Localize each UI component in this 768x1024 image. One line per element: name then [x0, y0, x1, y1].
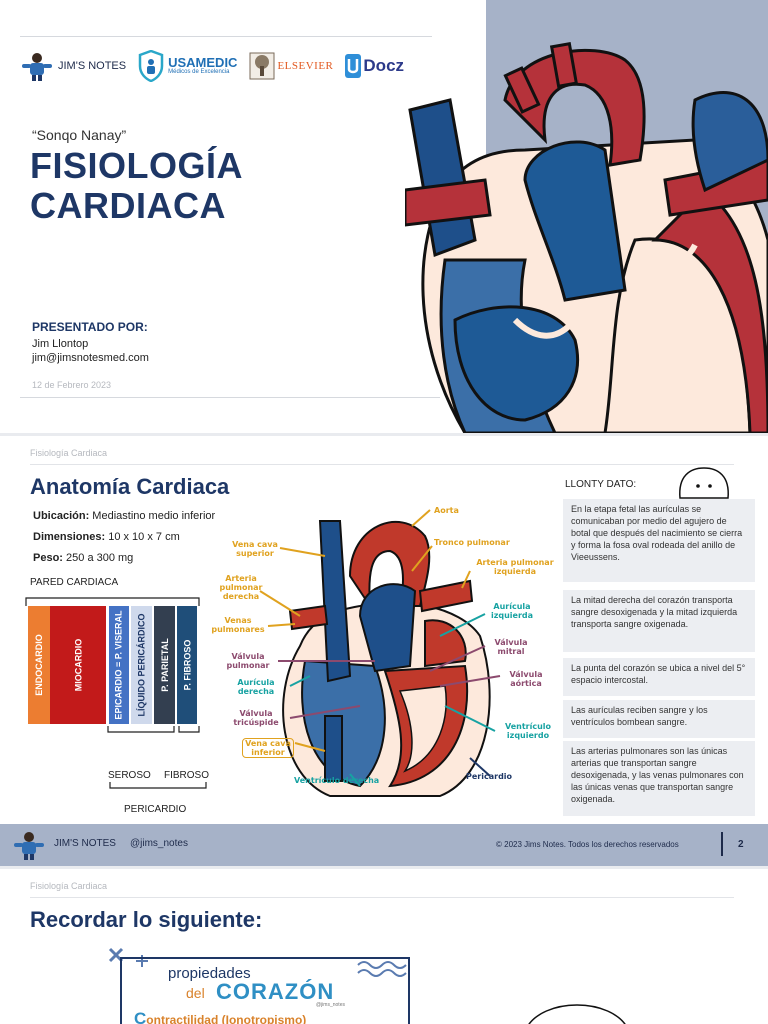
slide-header: Fisiología Cardiaca — [30, 448, 108, 458]
heart-illustration — [405, 42, 768, 433]
label-valvula-pulmonar: Válvula pulmonar — [226, 652, 270, 670]
dato-card-4: Las aurículas reciben sangre y los ventr… — [563, 700, 755, 738]
wave-lines-icon — [357, 961, 407, 977]
usamedic-subtext: Médicos de Excelencia — [168, 69, 230, 75]
dato-card-1: En la etapa fetal las aurículas se comun… — [563, 499, 755, 582]
label-pericardio: Pericardio — [466, 772, 513, 781]
footer-brand: JIM'S NOTES — [54, 838, 116, 849]
mascot-icon — [679, 467, 729, 499]
divider — [20, 36, 432, 37]
layer-miocardio: MIOCARDIO — [50, 606, 106, 724]
layer-fibroso: P. FIBROSO — [177, 606, 197, 724]
doctor-avatar-icon — [14, 832, 44, 860]
presented-by-label: PRESENTADO POR: — [32, 320, 148, 334]
card-del: del — [186, 985, 205, 1001]
presentation-subtitle: “Sonqo Nanay” — [32, 127, 127, 143]
label-ventriculo-izquierdo: Ventrículo izquierdo — [504, 722, 552, 740]
label-valvula-aortica: Válvula aórtica — [509, 670, 543, 688]
dato-card-3: La punta del corazón se ubica a nivel de… — [563, 658, 755, 696]
info-label: Ubicación: — [33, 510, 90, 522]
label-ventriculo-derecho: Ventrículo derecha — [294, 776, 380, 785]
footer-separator — [721, 832, 723, 856]
jims-notes-logo: JIM'S NOTES — [20, 51, 126, 81]
layer-parietal: P. PARIETAL — [154, 606, 175, 724]
label-auricula-derecha: Aurícula derecha — [237, 678, 275, 696]
group-fibroso: FIBROSO — [164, 770, 210, 781]
presenter-email: jim@jimsnotesmed.com — [32, 352, 149, 364]
heart-anatomy-diagram — [259, 509, 501, 797]
info-value: Mediastino medio inferior — [92, 510, 216, 522]
label-vena-cava-superior: Vena cava superior — [232, 540, 278, 558]
usamedic-logo: USAMEDIC Médicos de Excelencia — [138, 50, 237, 82]
properties-card — [120, 957, 410, 1024]
divider — [30, 897, 734, 898]
mascot-partial-icon — [528, 1004, 626, 1024]
presenter-name: Jim Llontop — [32, 338, 89, 350]
label-arteria-pulmonar-izquierda: Arteria pulmonar izquierda — [476, 558, 554, 576]
label-auricula-izquierda: Aurícula izquierda — [490, 602, 534, 620]
divider — [30, 464, 734, 465]
udocz-logo: Docz — [345, 54, 404, 78]
presentation-date: 12 de Febrero 2023 — [32, 380, 112, 390]
elsevier-text: ELSEVIER — [277, 60, 334, 72]
group-seroso: SEROSO — [108, 770, 151, 781]
usamedic-text: USAMEDIC — [168, 55, 238, 70]
label-aorta: Aorta — [434, 506, 459, 515]
layer-endocardio: ENDOCARDIO — [28, 606, 50, 724]
slide-title: Recordar lo siguiente: — [30, 907, 263, 932]
pared-bracket — [25, 597, 200, 606]
logo-bar: JIM'S NOTES USAMEDIC Médicos de Excelenc… — [20, 48, 416, 84]
elsevier-tree-icon — [249, 52, 275, 80]
udocz-text: Docz — [363, 56, 405, 75]
elsevier-logo: ELSEVIER — [249, 52, 333, 80]
layer-epicardio: EPICARDIO = P. VISERAL — [109, 606, 129, 724]
group-pericardio: PERICARDIO — [124, 804, 187, 815]
dato-card-2: La mitad derecha del corazón transporta … — [563, 590, 755, 652]
contract-initial: C — [134, 1009, 147, 1024]
footer-copyright: © 2023 Jims Notes. Todos los derechos re… — [496, 840, 679, 849]
info-peso: Peso: 250 a 300 mg — [33, 552, 133, 564]
dato-card-5: Las arterias pulmonares son las únicas a… — [563, 741, 755, 816]
info-label: Peso: — [33, 552, 63, 564]
label-tronco-pulmonar: Tronco pulmonar — [434, 538, 510, 547]
reminder-slide: Fisiología Cardiaca Recordar lo siguient… — [0, 869, 768, 1024]
pared-cardiaca-title: PARED CARDIACA — [30, 577, 119, 588]
slide-title: Anatomía Cardiaca — [30, 474, 230, 499]
slide-header: Fisiología Cardiaca — [30, 881, 108, 891]
contract-paren: (Ionotropismo) — [221, 1013, 307, 1024]
slide-footer: JIM'S NOTES @jims_notes © 2023 Jims Note… — [0, 824, 768, 866]
info-value: 250 a 300 mg — [66, 552, 134, 564]
label-arteria-pulmonar-derecha: Arteria pulmonar derecha — [219, 574, 263, 601]
label-valvula-tricuspide: Válvula tricúspide — [233, 709, 279, 727]
label-vena-cava-inferior: Vena cava inferior — [242, 738, 294, 758]
info-value: 10 x 10 x 7 cm — [108, 531, 180, 543]
label-venas-pulmonares: Venas pulmonares — [211, 616, 265, 634]
info-label: Dimensiones: — [33, 531, 106, 543]
label-valvula-mitral: Válvula mitral — [494, 638, 528, 656]
card-corazon: CORAZÓN — [216, 979, 335, 1004]
contract-rest: ontractilidad — [146, 1013, 219, 1024]
title-slide: JIM'S NOTES USAMEDIC Médicos de Excelenc… — [0, 0, 768, 433]
card-heading: propiedades — [168, 965, 251, 982]
llonty-dato-title: LLONTY DATO: — [565, 479, 637, 490]
shield-icon — [138, 50, 164, 82]
footer-handle: @jims_notes — [130, 838, 188, 849]
doctor-avatar-icon — [22, 53, 52, 81]
pericardio-brackets — [107, 726, 207, 789]
card-contractilidad: Contractilidad (Ionotropismo) — [134, 1009, 306, 1024]
info-dimensiones: Dimensiones: 10 x 10 x 7 cm — [33, 531, 180, 543]
card-handle: @jims_notes — [316, 1002, 345, 1008]
title-line-2: CARDIACA — [30, 185, 226, 226]
page-number: 2 — [738, 839, 744, 850]
layer-liquido-pericardico: LÍQUIDO PERICÁRDICO — [131, 606, 152, 724]
info-ubicacion: Ubicación: Mediastino medio inferior — [33, 510, 215, 522]
udocz-u-icon — [345, 54, 362, 78]
title-line-1: FISIOLOGÍA — [30, 145, 244, 186]
anatomy-slide: Fisiología Cardiaca Anatomía Cardiaca Ub… — [0, 436, 768, 866]
jims-notes-text: JIM'S NOTES — [58, 60, 127, 72]
divider — [20, 397, 440, 398]
presentation-title: FISIOLOGÍA CARDIACA — [30, 146, 330, 226]
